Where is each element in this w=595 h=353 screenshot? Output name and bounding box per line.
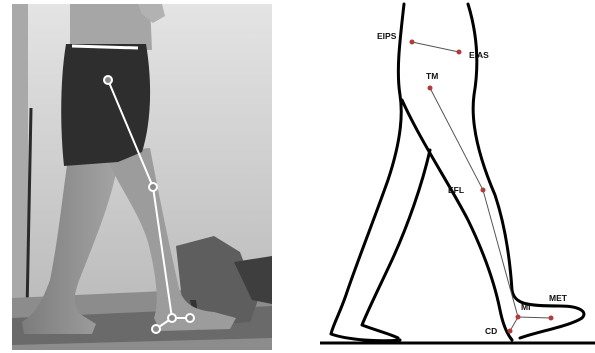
landmark-drawing: EIPS EIAS TM EFL MI MET CD [320,4,595,343]
cd-marker [508,329,513,334]
tm-marker [428,86,433,91]
eias-label: EIAS [469,50,489,60]
tm-label: TM [426,71,438,81]
pelvis-segment-line [412,42,459,52]
ankle-marker [168,314,176,322]
back-leg-posterior-outline [331,4,404,341]
knee-marker [149,183,157,191]
eips-label: EIPS [377,31,397,41]
met-label: MET [549,293,568,303]
met-marker [549,316,554,321]
efl-marker [481,188,486,193]
torso [70,4,152,50]
mi-marker [516,315,521,320]
eips-marker [410,40,415,45]
foot-segment-line [518,317,551,318]
waistband-marker-line [72,46,138,48]
efl-label: EFL [448,185,464,195]
front-leg-posterior-outline [402,100,512,340]
eias-marker [457,50,462,55]
hip-marker [104,76,112,84]
heel-marker [152,325,160,333]
back-leg-anterior-outline [362,150,430,338]
walking-photo [12,4,272,350]
cd-label: CD [485,326,497,336]
mi-label: MI [521,302,530,312]
toe-marker [186,314,194,322]
